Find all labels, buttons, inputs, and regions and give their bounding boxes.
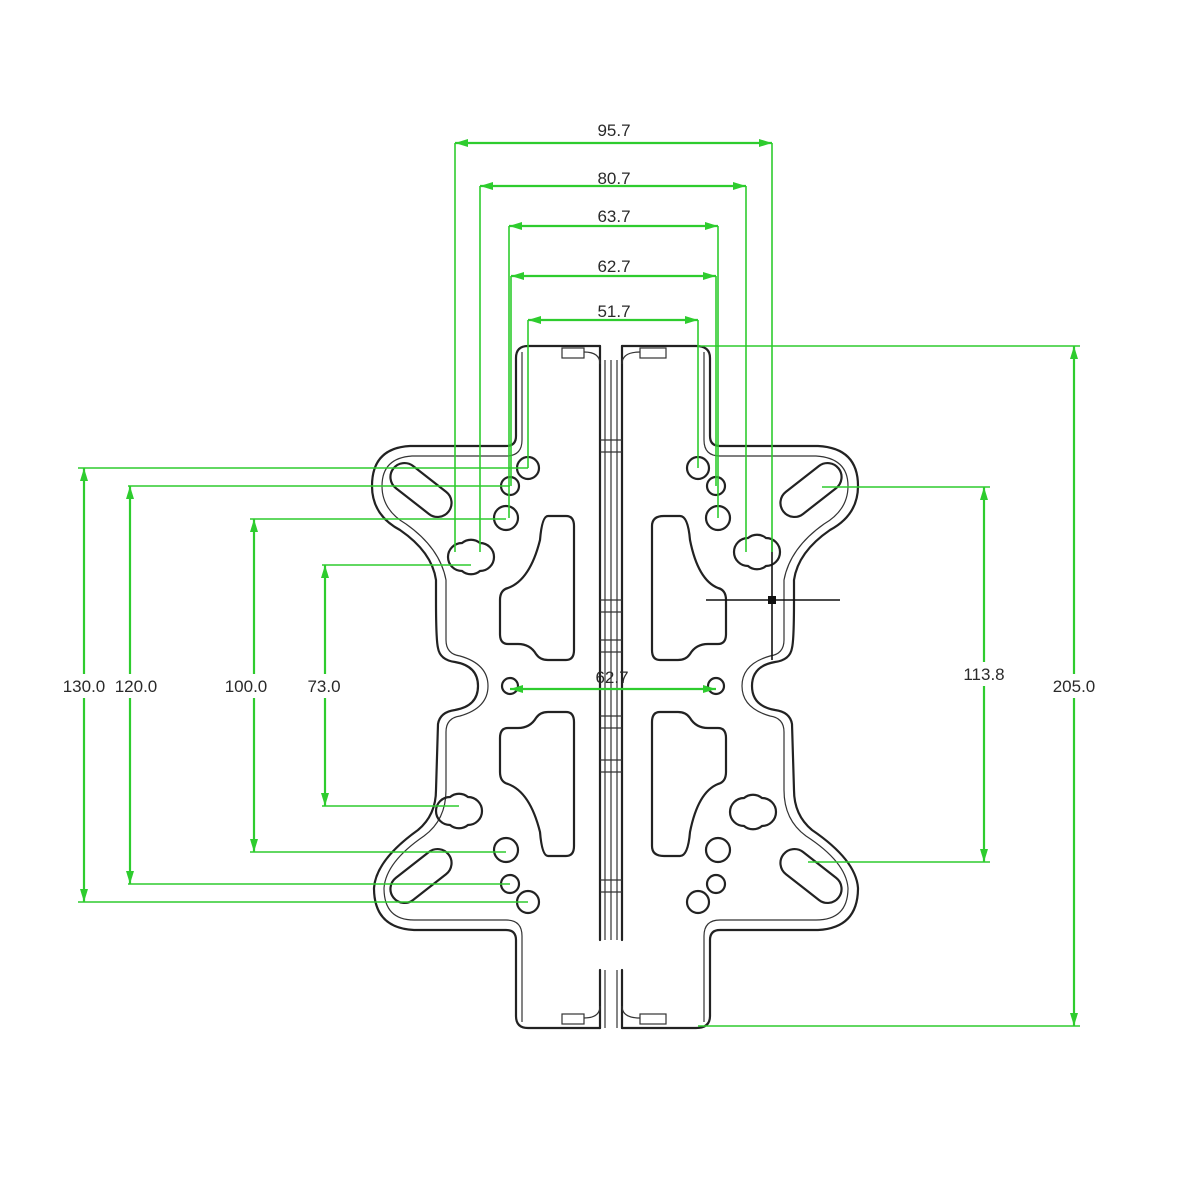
dim-label-130: 130.0 xyxy=(63,677,106,696)
cutout-bottom-right xyxy=(650,710,728,858)
dim-width-51-7: 51.7 xyxy=(528,302,698,324)
dim-height-130: 130.0 xyxy=(56,468,110,902)
dim-width-62-7: 62.7 xyxy=(511,257,716,280)
right-plate-contour xyxy=(620,344,860,1030)
dim-label-113-8: 113.8 xyxy=(963,665,1004,684)
slot-bottom-right xyxy=(779,847,843,905)
dim-height-120: 120.0 xyxy=(110,486,162,884)
dimensions: 95.7 80.7 63.7 62.7 51.7 xyxy=(56,121,1104,1027)
dim-width-63-7: 63.7 xyxy=(509,207,718,230)
left-plate-contour xyxy=(370,344,602,1030)
dim-height-100: 100.0 xyxy=(222,519,272,852)
dim-center-width-62-7: 62.7 xyxy=(510,668,716,693)
cutout-top-left xyxy=(498,514,576,662)
dim-label-80-7: 80.7 xyxy=(597,169,630,188)
right-inner-contour xyxy=(703,352,849,1022)
dim-slot-spacing-113-8: 113.8 xyxy=(955,487,1013,862)
dim-overall-height-205: 205.0 xyxy=(1044,346,1104,1026)
dim-width-80-7: 80.7 xyxy=(480,169,746,190)
dim-label-51-7: 51.7 xyxy=(597,302,630,321)
dim-label-62-7: 62.7 xyxy=(597,257,630,276)
window-cutouts xyxy=(498,514,728,858)
slot-top-left xyxy=(389,461,453,519)
slot-bottom-left xyxy=(389,847,453,905)
top-extension-lines xyxy=(454,143,773,552)
dim-label-100: 100.0 xyxy=(225,677,268,696)
dim-label-120: 120.0 xyxy=(115,677,158,696)
mounting-slots xyxy=(389,461,843,905)
hinge-knuckle xyxy=(561,344,667,1030)
hinge-plate-outline xyxy=(370,344,860,1030)
dim-width-95-7: 95.7 xyxy=(455,121,772,147)
dim-label-205: 205.0 xyxy=(1053,677,1096,696)
dim-height-73: 73.0 xyxy=(302,565,346,806)
dim-label-73: 73.0 xyxy=(307,677,340,696)
reference-cross xyxy=(706,540,840,660)
left-extension-lines xyxy=(78,467,528,903)
cutout-top-right xyxy=(650,514,728,662)
cutout-bottom-left xyxy=(498,710,576,858)
round-holes xyxy=(492,455,732,915)
dim-label-63-7: 63.7 xyxy=(597,207,630,226)
right-extension-lines xyxy=(698,345,1080,1027)
slot-top-right xyxy=(779,461,843,519)
dim-label-center-62-7: 62.7 xyxy=(595,668,628,687)
dim-label-95-7: 95.7 xyxy=(597,121,630,140)
